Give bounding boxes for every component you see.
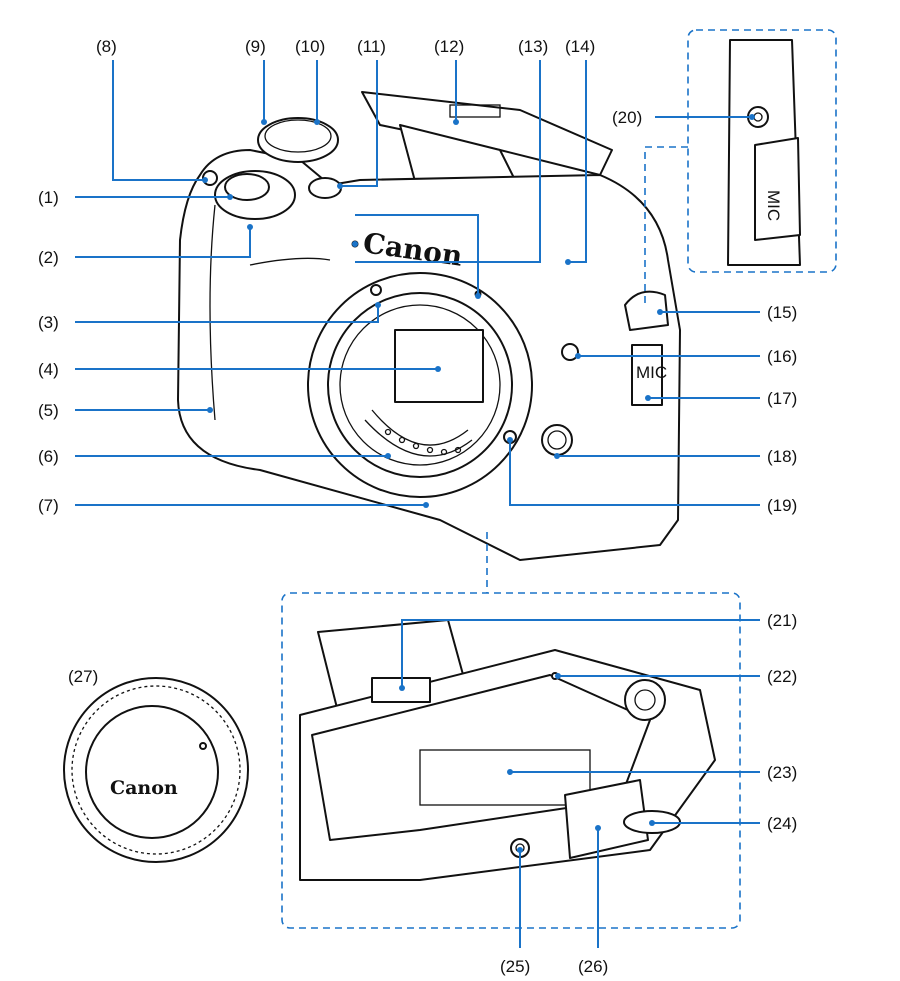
- label-20: (20): [612, 108, 642, 127]
- label-8: (8): [96, 37, 117, 56]
- camera-front-drawing: Canon MIC: [177, 91, 681, 561]
- label-9: (9): [245, 37, 266, 56]
- label-15: (15): [767, 303, 797, 322]
- label-12: (12): [434, 37, 464, 56]
- label-16: (16): [767, 347, 797, 366]
- label-11: (11): [357, 37, 386, 56]
- label-19: (19): [767, 496, 797, 515]
- label-14: (14): [565, 37, 595, 56]
- label-25: (25): [500, 957, 530, 976]
- body-cap-drawing: Canon: [63, 677, 249, 863]
- label-5: (5): [38, 401, 59, 420]
- mic-label: MIC: [636, 363, 667, 382]
- mic-label-inset: MIC: [764, 190, 783, 221]
- terminal-inset-drawing: MIC: [727, 39, 801, 266]
- rear-view-drawing: [299, 619, 716, 881]
- label-7: (7): [38, 496, 59, 515]
- label-4: (4): [38, 360, 59, 379]
- label-27: (27): [68, 667, 98, 686]
- part-labels: (1) (2) (3) (4) (5) (6) (7) (8) (9) (10)…: [38, 37, 797, 976]
- label-17: (17): [767, 389, 797, 408]
- rear-inset-frame: [281, 592, 741, 929]
- body-cap-brand: Canon: [110, 777, 178, 799]
- label-23: (23): [767, 763, 797, 782]
- label-18: (18): [767, 447, 797, 466]
- label-24: (24): [767, 814, 797, 833]
- leader-lines: [75, 60, 760, 948]
- label-1: (1): [38, 188, 59, 207]
- label-2: (2): [38, 248, 59, 267]
- terminal-inset-frame: [687, 29, 837, 273]
- label-6: (6): [38, 447, 59, 466]
- label-13: (13): [518, 37, 548, 56]
- label-26: (26): [578, 957, 608, 976]
- label-22: (22): [767, 667, 797, 686]
- label-21: (21): [767, 611, 797, 630]
- label-10: (10): [295, 37, 325, 56]
- label-3: (3): [38, 313, 59, 332]
